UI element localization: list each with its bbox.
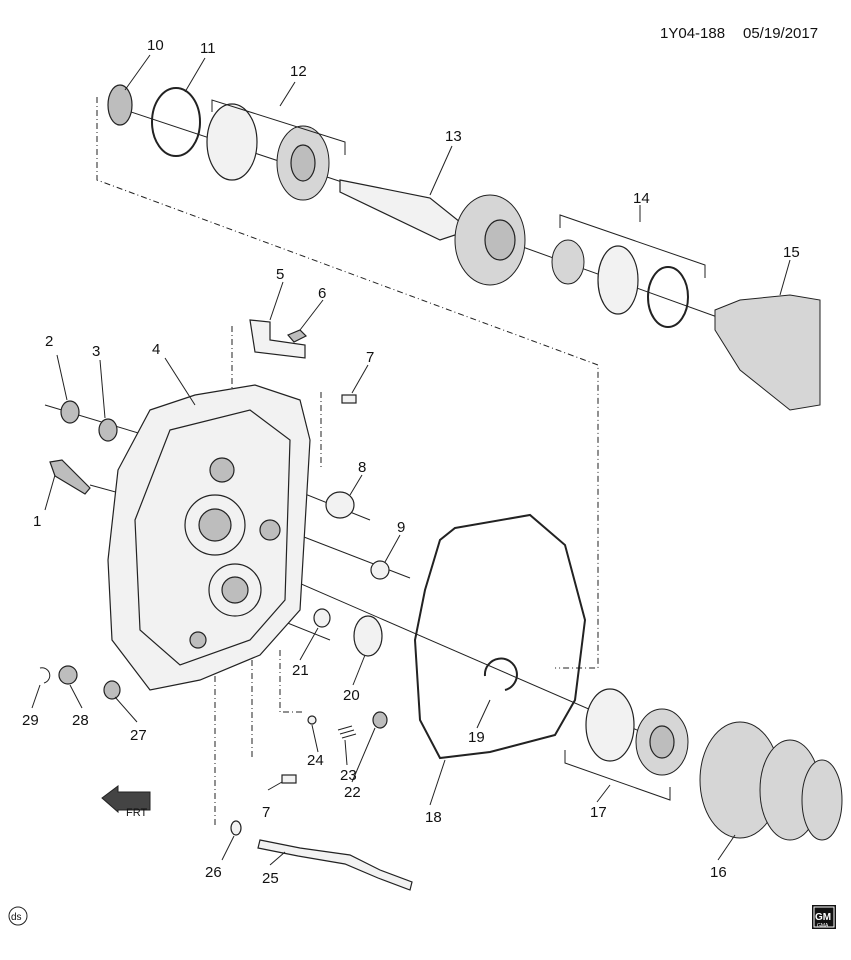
clip-29 (39, 667, 51, 684)
bearing-14b (597, 245, 639, 315)
callout-26: 26 (205, 864, 222, 881)
input-shaft-group (107, 84, 821, 411)
snap-ring-19 (483, 657, 518, 691)
bearing-race-12 (206, 103, 258, 181)
front-direction-label: FRT (126, 807, 147, 819)
callout-21: 21 (292, 662, 309, 679)
ds-mark-text: ds (11, 912, 22, 923)
callout-3: 3 (92, 343, 100, 360)
plug-2 (60, 400, 80, 424)
gear-16c (801, 759, 843, 841)
callout-8: 8 (358, 459, 366, 476)
bolt-6 (287, 329, 308, 343)
callout-10: 10 (147, 37, 164, 54)
plug-28 (58, 665, 78, 685)
front-direction-marker: FRT (101, 785, 151, 819)
race-17 (585, 688, 635, 762)
ball-24 (307, 715, 317, 725)
snap-ring-11 (151, 87, 201, 157)
bushing-21 (313, 608, 331, 628)
bushing-9 (370, 560, 390, 580)
case-gasket (413, 513, 587, 760)
washer-14 (647, 266, 689, 328)
transaxle-case (107, 384, 311, 691)
seal-26 (230, 820, 242, 836)
seal-3 (98, 418, 118, 442)
callout-7-upper: 7 (366, 349, 374, 366)
bearing-14a (551, 239, 585, 285)
callout-12: 12 (290, 63, 307, 80)
gm-logo-subtext: GMA (817, 923, 829, 929)
seal-10 (107, 84, 133, 126)
bushing-8 (325, 491, 355, 519)
callout-15: 15 (783, 244, 800, 261)
ds-mark: ds (8, 906, 28, 926)
shaft-13 (339, 179, 472, 241)
callout-17: 17 (590, 804, 607, 821)
plug-27 (103, 680, 121, 700)
callout-18: 18 (425, 809, 442, 826)
spring-23 (337, 725, 357, 739)
callout-13: 13 (445, 128, 462, 145)
gm-logo: GM GMA (812, 905, 836, 929)
assembly-brackets (211, 99, 706, 801)
plug-22 (372, 711, 388, 729)
callout-2: 2 (45, 333, 53, 350)
callout-29: 29 (22, 712, 39, 729)
bracket-5 (249, 319, 306, 359)
callout-24: 24 (307, 752, 324, 769)
leader-lines (31, 54, 791, 866)
callout-19: 19 (468, 729, 485, 746)
callout-9: 9 (397, 519, 405, 536)
small-parts (39, 319, 518, 891)
callout-25: 25 (262, 870, 279, 887)
case-bore-upper (209, 457, 235, 483)
callout-4: 4 (152, 341, 160, 358)
dowel-7-upper (341, 394, 357, 404)
bolt-1 (49, 459, 91, 495)
gm-logo-text: GM (815, 912, 831, 923)
callout-16: 16 (710, 864, 727, 881)
output-gear-group (585, 688, 843, 841)
callout-11: 11 (200, 40, 216, 57)
callout-14: 14 (633, 190, 650, 207)
callout-7-lower: 7 (262, 804, 270, 821)
callout-6: 6 (318, 285, 326, 302)
plug-20 (353, 615, 383, 657)
callout-23: 23 (340, 767, 357, 784)
shaft-15 (714, 294, 821, 411)
diagram-ref: 1Y04-188 (660, 25, 725, 42)
callout-27: 27 (130, 727, 147, 744)
diagram-date: 05/19/2017 (743, 25, 818, 42)
assembly-phantom-lines (96, 97, 599, 825)
tube-25 (257, 839, 413, 891)
callout-5: 5 (276, 266, 284, 283)
callout-22: 22 (344, 784, 361, 801)
callout-1: 1 (33, 513, 41, 530)
callout-labels: 1 2 3 4 5 6 7 7 8 9 10 11 12 13 14 15 16… (22, 37, 800, 887)
callout-28: 28 (72, 712, 89, 729)
callout-20: 20 (343, 687, 360, 704)
dowel-7-lower (281, 774, 297, 784)
